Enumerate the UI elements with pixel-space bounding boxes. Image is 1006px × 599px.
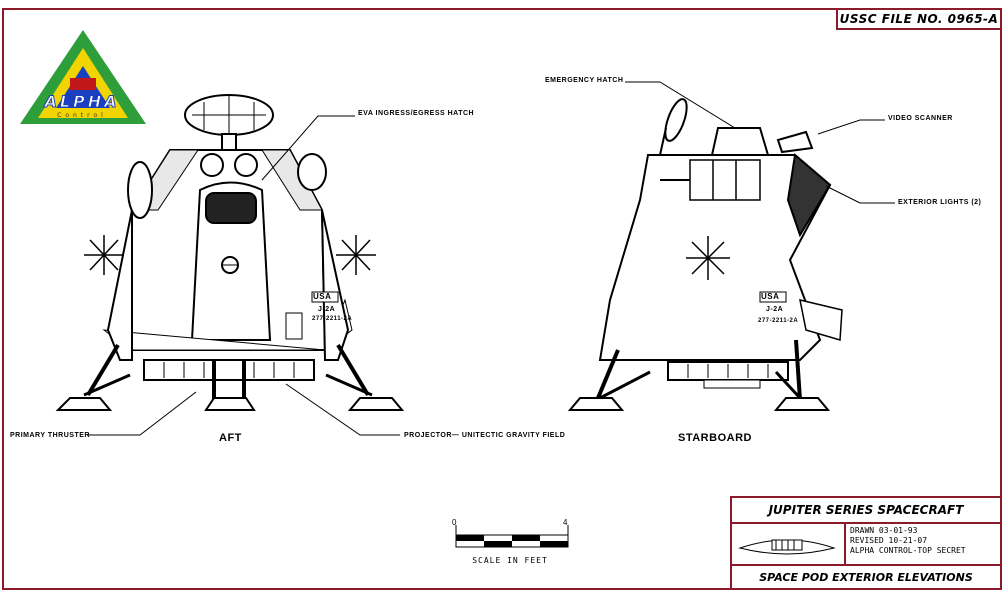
starboard-view <box>567 98 843 411</box>
aft-footpad-left <box>55 397 113 411</box>
starboard-emergency-hatch <box>710 127 770 156</box>
aft-base-vents <box>143 359 315 381</box>
title-block: JUPITER SERIES SPACECRAFT DRAWN 03-01-93… <box>730 496 1002 590</box>
classification: ALPHA CONTROL-TOP SECRET <box>850 546 966 555</box>
revised-date: REVISED 10-21-07 <box>850 536 928 545</box>
starboard-rcs-fan <box>686 236 730 280</box>
starboard-designation: J-2A <box>766 306 784 313</box>
aft-footpad-center <box>204 397 256 411</box>
aft-porthole-left <box>200 153 224 177</box>
scale-bar <box>455 525 569 548</box>
starboard-serial: 277-2211-2A <box>758 318 799 324</box>
callout-emergency-hatch: EMERGENCY HATCH <box>545 77 624 84</box>
aft-rcs-fan-left <box>84 235 124 275</box>
title-block-title: JUPITER SERIES SPACECRAFT <box>732 498 1000 524</box>
pod-thumbnail <box>732 524 846 564</box>
alpha-logo <box>20 30 146 124</box>
starboard-footpad-right <box>773 397 831 411</box>
aft-rcs-fan-right <box>336 235 376 275</box>
callout-leaders <box>88 81 895 436</box>
aft-porthole-right <box>234 153 258 177</box>
view-label-aft: AFT <box>219 432 242 444</box>
starboard-video-scanner <box>776 130 814 154</box>
callout-primary-thruster: PRIMARY THRUSTER <box>10 432 90 439</box>
title-block-subtitle: SPACE POD EXTERIOR ELEVATIONS <box>759 571 973 584</box>
title-block-middle: DRAWN 03-01-93 REVISED 10-21-07 ALPHA CO… <box>732 524 1000 566</box>
aft-view <box>55 94 405 411</box>
callout-video-scanner: VIDEO SCANNER <box>888 115 953 122</box>
aft-usa-marking: USA <box>313 292 332 301</box>
callout-eva-hatch: EVA INGRESS/EGRESS HATCH <box>358 110 475 117</box>
starboard-footpad-left <box>567 397 625 411</box>
scale-label: SCALE IN FEET <box>472 556 548 565</box>
drawn-date: DRAWN 03-01-93 <box>850 526 918 535</box>
aft-footpad-right <box>347 397 405 411</box>
aft-hatch-window <box>205 192 257 224</box>
drawing-frame <box>2 8 1002 590</box>
logo-subtext: Control <box>57 112 107 119</box>
scale-start: 0 <box>452 518 457 527</box>
logo-text: ALPHA <box>44 92 120 112</box>
view-label-starboard: STARBOARD <box>678 432 752 444</box>
callout-projector: PROJECTOR— UNITECTIC GRAVITY FIELD <box>404 432 566 439</box>
file-number: USSC FILE NO. 0965-A <box>836 8 1002 30</box>
starboard-usa-marking: USA <box>761 292 780 301</box>
starboard-antenna-dish <box>664 98 688 142</box>
logo-red-block <box>70 78 96 90</box>
scale-end: 4 <box>563 518 568 527</box>
aft-serial: 277-2211-2A <box>312 316 353 322</box>
starboard-exterior-lights <box>786 153 832 238</box>
aft-designation: J-2A <box>318 306 336 313</box>
callout-exterior-lights: EXTERIOR LIGHTS (2) <box>898 199 982 206</box>
